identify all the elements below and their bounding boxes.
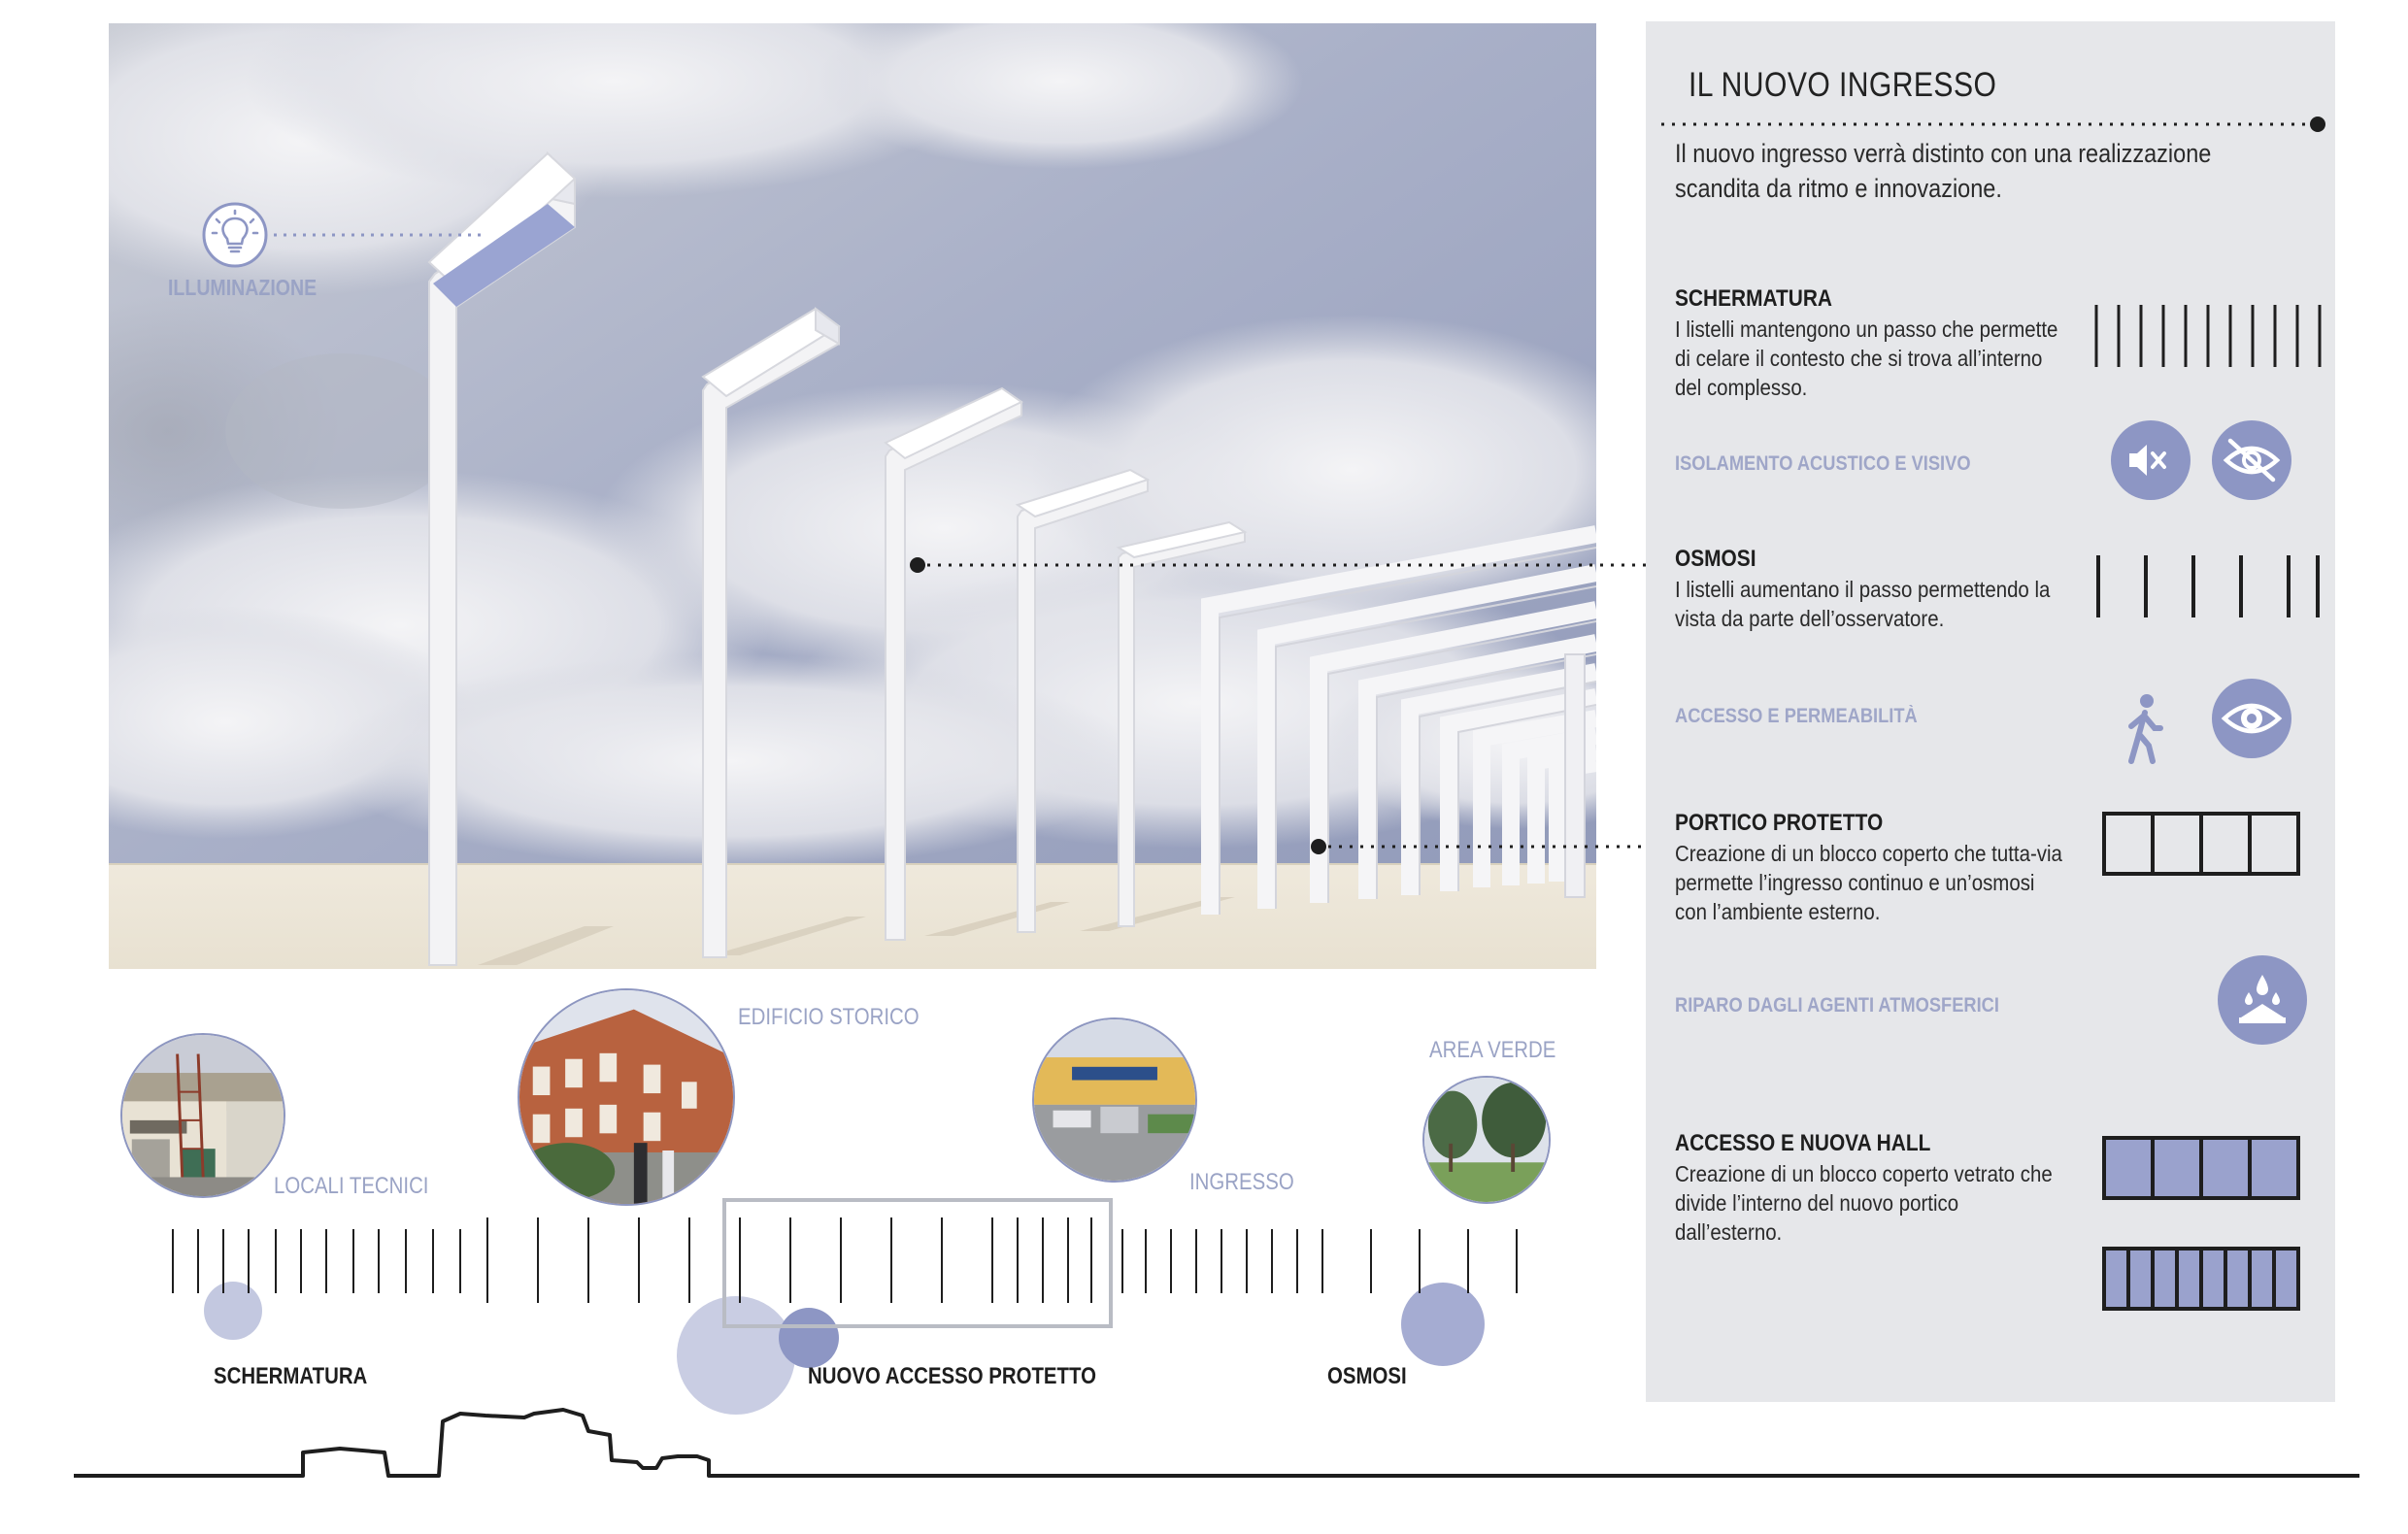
section-heading: ACCESSO E NUOVA HALL (1675, 1130, 1931, 1156)
eye-icon (2212, 679, 2291, 758)
illumination-label: ILLUMINAZIONE (168, 275, 318, 300)
label-ingresso: INGRESSO (1189, 1169, 1294, 1195)
section-heading: PORTICO PROTETTO (1675, 810, 1884, 836)
circle-nuovo-accesso-small (779, 1308, 839, 1368)
portico-pattern (2102, 812, 2300, 876)
screening-pattern (2094, 305, 2322, 367)
label-edificio-storico: EDIFICIO STORICO (738, 1004, 920, 1030)
info-panel: IL NUOVO INGRESSO Il nuovo ingresso verr… (1646, 21, 2335, 1402)
circle-osmosi (1401, 1283, 1485, 1366)
photo-area-verde (1422, 1076, 1551, 1204)
circle-schermatura (204, 1282, 262, 1340)
section-text: Creazione di un blocco coperto che tutta… (1675, 841, 2062, 924)
label-nuovo-accesso-protetto: NUOVO ACCESSO PROTETTO (808, 1363, 1096, 1389)
subheading: ACCESSO E PERMEABILITÀ (1675, 705, 1918, 727)
subheading: ISOLAMENTO ACUSTICO E VISIVO (1675, 452, 1971, 475)
eye-slash-icon (2212, 420, 2291, 500)
section-heading: OSMOSI (1675, 546, 1756, 572)
skyline (74, 1408, 2359, 1478)
circle-nuovo-accesso-large (677, 1296, 795, 1415)
hall-dense-pattern (2102, 1247, 2300, 1311)
photo-ingresso (1032, 1017, 1197, 1183)
section-text: I listelli aumentano il passo permettend… (1675, 577, 2051, 631)
hall-pattern (2102, 1136, 2300, 1200)
label-osmosi: OSMOSI (1327, 1363, 1407, 1389)
lightbulb-icon (202, 202, 268, 268)
mute-icon (2111, 420, 2191, 500)
section-text: Creazione di un blocco coperto vetrato c… (1675, 1161, 2053, 1245)
walking-person-icon (2128, 694, 2163, 764)
rain-shelter-icon (2218, 955, 2307, 1045)
photo-edificio-storico (518, 988, 735, 1206)
entrance-render (109, 23, 1596, 969)
label-locali-tecnici: LOCALI TECNICI (274, 1173, 429, 1199)
panel-intro: Il nuovo ingresso verrà distinto con una… (1675, 139, 2212, 203)
osmosis-pattern (2096, 555, 2320, 617)
subheading: RIPARO DAGLI AGENTI ATMOSFERICI (1675, 994, 1999, 1017)
label-area-verde: AREA VERDE (1429, 1037, 1556, 1063)
panel-title: IL NUOVO INGRESSO (1689, 66, 1997, 104)
title-underline (1661, 117, 2325, 132)
section-text: I listelli mantengono un passo che perme… (1675, 317, 2058, 400)
section-heading: SCHERMATURA (1675, 285, 1833, 312)
label-schermatura: SCHERMATURA (214, 1363, 368, 1389)
entrance-frame (722, 1198, 1113, 1328)
